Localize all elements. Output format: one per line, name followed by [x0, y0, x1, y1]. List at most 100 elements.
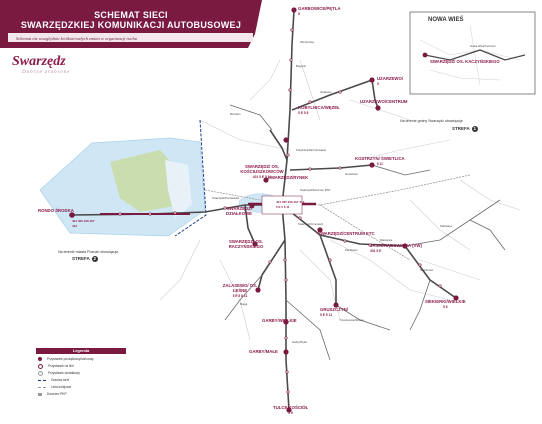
legend-item: Granica stref	[38, 377, 69, 384]
zone2-note: Na terenie miasta Poznań obowiązuje	[58, 250, 119, 254]
logo: Swarzędz Dobrze zrobione	[12, 54, 70, 75]
rail-swatch-icon	[38, 386, 46, 388]
zone-border	[174, 119, 207, 237]
minor-stop: Karłowice	[440, 224, 453, 228]
minor-stop: Bogucin	[296, 64, 307, 68]
legend-item: Linia kolejowa	[38, 384, 71, 391]
zone2-text: STREFA	[72, 256, 90, 261]
stop-uzarzewo-centrum: UZARZEWO/CENTRUM	[360, 99, 408, 104]
stop-garby-male: GARBY/MAŁE	[249, 349, 278, 354]
terminal-gruszczyn	[333, 302, 339, 308]
inset-terminal	[422, 52, 428, 58]
terminal-garby-wielkie	[283, 319, 289, 325]
minor-stop: Gortatowo	[345, 172, 358, 176]
terminal-os-raczynskiego	[252, 241, 258, 247]
minor-stop: Kruszewnia/Szkoła	[340, 318, 364, 322]
stop-centrum-etc: SWARZĘDZ/CENTRUM ETC	[318, 231, 375, 236]
logo-tagline: Dobrze zrobione	[22, 70, 71, 75]
inset-stop-label: SWARZĘDZ/ OS. KACZYŃSKIEGO	[430, 59, 500, 64]
line-stops	[118, 28, 442, 394]
minor-stop: Sarbinowo	[420, 268, 434, 272]
terminal-centrum-etc	[317, 227, 323, 233]
stop-gruszczyn-lines: 5 E 5 11	[320, 312, 333, 317]
terminal-tulce	[286, 407, 292, 413]
border-swatch-icon	[38, 379, 46, 381]
station-swatch-icon	[38, 392, 42, 396]
terminal-garby-male	[283, 349, 289, 355]
terminal-siekierki	[453, 295, 459, 301]
stop-garbowice-lines: 5	[298, 11, 300, 16]
stop-uzarzewo-name: UZARZEWO/	[377, 76, 404, 81]
terminal-garbowice	[291, 7, 297, 13]
header: SCHEMAT SIECI SWARZĘDZKIEJ KOMUNIKACJI A…	[0, 0, 262, 48]
legend-item-label: Dworzec PKP	[47, 392, 67, 396]
terminal-uzarzewo-centrum	[375, 105, 381, 111]
legend-item-label: Linia kolejowa	[51, 385, 72, 389]
legend-item-label: Przystanek dodatkowy	[48, 371, 80, 375]
terminal-kostrzyn	[369, 162, 375, 168]
zone1-number: 1	[471, 126, 478, 132]
stop-kostrzyn-name: KOSTRZYN/ ŚWIETLICA	[355, 156, 405, 161]
stop-os-raczynskiego: SWARZĘDZ/ OS. RACZYŃSKIEGO	[228, 239, 264, 249]
terminal-zalasewo	[255, 287, 261, 293]
stop-kostrzyn-lines: 5 11	[376, 161, 383, 166]
terminal-jasin	[402, 243, 408, 249]
stop-siekierki-name: SIEKIERKI/WIELKIE	[425, 299, 466, 304]
central-hub-marker	[261, 195, 303, 215]
stop-rondo-srodka: RONDO ŚRODKA	[38, 208, 74, 213]
stop-swatch-icon	[38, 363, 43, 369]
inset-title: NOWA WIEŚ	[428, 17, 464, 23]
zone2-number: 2	[91, 256, 98, 262]
legend-item-label: Granica stref	[51, 378, 70, 382]
inset-roads	[419, 24, 521, 86]
park-area	[110, 150, 180, 212]
title-line2: SWARZĘDZKIEJ KOMUNIKACJI AUTOBUSOWEJ	[20, 20, 242, 30]
stop-dzialkowe: SWARZĘDZ/ DZIAŁKOWE	[225, 206, 252, 216]
minor-stop: Swarzędz/Cmentarz	[298, 222, 324, 226]
central-lines: 401 405 406 407 412 5 E 5 6 11	[276, 200, 305, 209]
rondo-lines: 401 405 406 407 412	[72, 219, 95, 228]
minor-stop: Kobylnica/Skrzyżowanie	[296, 148, 327, 152]
legend-item: Przystanek początkowy/końcowy	[38, 356, 94, 363]
minor-stop: Wierzenica	[300, 40, 314, 44]
logo-name: Swarzędz	[12, 54, 66, 69]
stop-rynek: SWARZĘDZ/RYNEK	[268, 175, 309, 180]
terminal-rondo-srodka	[69, 212, 75, 218]
subtitle: Schemat nie uwzględnia krótkotrwałych zm…	[16, 36, 137, 41]
minor-stop: Nowa Wieś/Centrum	[470, 44, 496, 48]
legend-item: Przystanek na linii	[38, 363, 74, 370]
legend-title: Legenda	[36, 348, 126, 354]
legend-item: Przystanek dodatkowy	[38, 370, 80, 377]
terminal-uzarzewo	[369, 77, 375, 83]
terminal-dzialkowe	[249, 203, 255, 209]
terminal-os-kosciuszkowcow	[263, 177, 269, 183]
legend: Legenda Przystanek początkowy/końcowy Pr…	[36, 348, 126, 406]
stop-jasin: JASIN/RABOWICKA (VW)401 5 E	[370, 243, 422, 254]
stop-tulce-lines: 5 6	[288, 410, 293, 415]
stop-garbowice-name: GARBOWICE/PĘTLA	[298, 6, 341, 11]
stop-os-kosciuszkowcow-name: SWARZĘDZ/ OS. KOŚCIUSZKOWCÓW	[240, 164, 284, 174]
stop-tulce-name: TULCE/KOŚCIÓŁ	[273, 405, 309, 410]
stop-jasin-name: JASIN/RABOWICKA (VW)	[370, 243, 422, 248]
minor-stop: Swarzędz/Poznańska	[212, 196, 239, 200]
zone1-note: Na terenie gminy Swarzędz obowiązuje	[400, 119, 463, 123]
stop-gruszczyn-name: GRUSZCZYN/	[320, 307, 348, 312]
minor-stop: Paczkowo	[345, 248, 358, 252]
background-roads	[159, 59, 521, 341]
legend-item: Dworzec PKP	[38, 391, 67, 398]
inset-route	[424, 49, 526, 61]
stop-uzarzewo-lines: 5	[377, 81, 379, 86]
stop-garby-wielkie: GARBY/WIELKIE	[262, 318, 297, 323]
secondary-routes	[224, 104, 506, 361]
minor-stop: Garby/Pętla	[292, 340, 307, 344]
minor-stop: Janikowo	[320, 90, 332, 94]
zone1-text: STREFA	[452, 126, 470, 131]
terminal-swatch-icon	[38, 357, 42, 362]
